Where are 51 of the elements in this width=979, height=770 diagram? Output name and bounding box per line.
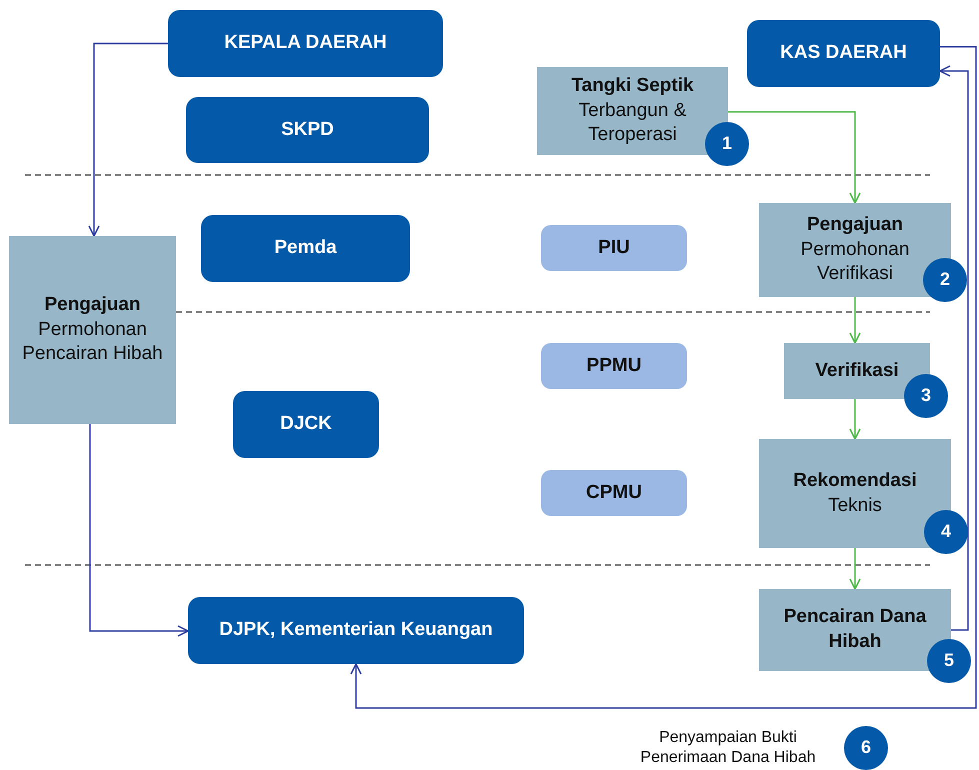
node-title: KEPALA DAERAH — [224, 31, 387, 56]
arrow — [350, 46, 977, 709]
node-title: Pengajuan — [806, 212, 904, 237]
node-title: DJPK, Kementerian Keuangan — [219, 618, 493, 642]
unit-box — [541, 470, 687, 516]
node-title: KAS DAERAH — [780, 41, 907, 66]
unit-box — [541, 225, 687, 271]
organization-box — [201, 215, 410, 282]
node-title: 5 — [944, 649, 954, 672]
unit-box — [541, 343, 687, 389]
node-title: CPMU — [586, 480, 642, 505]
node-title: DJCK — [280, 412, 332, 436]
node-title: Pemda — [274, 236, 337, 260]
node-title: SKPD — [281, 118, 334, 142]
node-title: Rekomendasi — [793, 468, 917, 493]
step-number-circle — [844, 726, 888, 770]
node-title: PIU — [598, 236, 630, 260]
arrow — [849, 399, 861, 440]
node-title: 2 — [940, 268, 950, 292]
organization-box — [233, 391, 379, 458]
organization-box — [186, 97, 429, 163]
arrow — [728, 111, 861, 204]
node-text: Permohonan Pencairan Hibah — [21, 318, 164, 366]
step-number-circle — [705, 122, 749, 166]
node-title: Pengajuan — [44, 292, 141, 317]
organization-box — [188, 597, 524, 664]
arrow — [89, 424, 189, 637]
arrow — [849, 297, 861, 344]
organization-box — [168, 10, 443, 77]
process-box — [9, 236, 176, 424]
node-title: 6 — [860, 736, 871, 760]
node-title: Verifikasi — [815, 358, 899, 383]
arrow — [939, 65, 969, 631]
node-title: Tangki Septik — [571, 74, 694, 98]
arrow — [849, 548, 861, 590]
step-number-circle — [927, 639, 971, 683]
node-text: Teknis — [828, 494, 882, 518]
node-title: PPMU — [586, 354, 642, 378]
node-text: Terbangun & Teroperasi — [578, 98, 688, 148]
step-number-circle — [904, 374, 948, 418]
node-title: 4 — [940, 520, 951, 544]
step-caption: Penyampaian Bukti Penerimaan Dana Hibah — [639, 728, 817, 768]
step-number-circle — [924, 510, 968, 554]
node-title: 3 — [920, 384, 931, 408]
process-box — [759, 203, 951, 297]
organization-box — [747, 20, 940, 87]
node-title: 1 — [722, 132, 732, 156]
step-number-circle — [923, 258, 967, 302]
node-title: Pencairan Dana Hibah — [782, 605, 928, 654]
process-box — [759, 439, 951, 548]
arrow — [88, 42, 168, 237]
